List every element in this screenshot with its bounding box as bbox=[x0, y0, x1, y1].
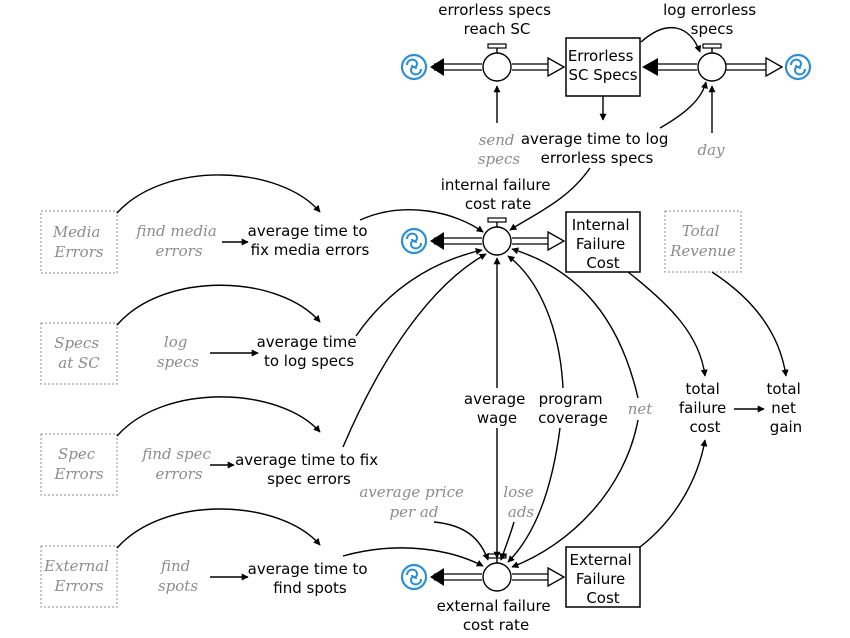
svg-text:Media Errors: Media Errors bbox=[52, 223, 105, 261]
valve bbox=[482, 226, 512, 256]
connector-specs-at-sc-to-avg-log-specs bbox=[116, 284, 321, 326]
ghost-var-net[interactable]: net bbox=[628, 400, 654, 418]
ghost-var-lose-ads[interactable]: lose ads bbox=[503, 483, 538, 521]
pipe-arrowhead bbox=[430, 232, 444, 250]
connector-spec-errors-to-avg-fix-spec bbox=[116, 396, 321, 437]
stock-internal-failure-cost[interactable]: Internal Failure Cost bbox=[565, 211, 641, 273]
svg-text:Total Revenue: Total Revenue bbox=[669, 222, 736, 260]
var-program-coverage[interactable]: program coverage bbox=[538, 390, 608, 427]
flow-errorless-specs-reach-sc bbox=[430, 43, 566, 82]
connector-external-cost-to-total-failure bbox=[639, 439, 708, 548]
ghost-var-log-specs[interactable]: log specs bbox=[157, 333, 200, 371]
svg-text:External Errors: External Errors bbox=[43, 557, 114, 595]
ghost-stock-media-errors[interactable]: Media Errors bbox=[40, 210, 118, 274]
connector-coverage-to-internal-rate bbox=[507, 255, 564, 389]
connector-net-to-external-rate bbox=[511, 419, 639, 569]
flow-label-log-errorless-specs[interactable]: log errorless specs bbox=[663, 1, 761, 38]
valve bbox=[482, 52, 512, 82]
connector-avg-log-to-internal-rate bbox=[509, 167, 591, 231]
svg-text:Internal Failure C: Internal Failure Cost bbox=[572, 216, 635, 272]
connector-coverage-to-external-rate bbox=[507, 427, 561, 563]
flow-internal-failure-cost-rate bbox=[430, 217, 566, 256]
svg-text:Spec Errors: Spec Errors bbox=[53, 445, 103, 483]
var-total-net-gain[interactable]: total net gain bbox=[766, 380, 805, 436]
valve bbox=[697, 52, 727, 82]
ghost-var-day[interactable]: day bbox=[697, 141, 725, 159]
ghost-stock-total-revenue[interactable]: Total Revenue bbox=[664, 210, 742, 273]
ghost-stock-spec-errors[interactable]: Spec Errors bbox=[40, 433, 118, 496]
flow-label-external-failure-cost-rate[interactable]: external failure cost rate bbox=[437, 597, 556, 634]
valve bbox=[482, 562, 512, 592]
ghost-var-find-spec-errors[interactable]: find spec errors bbox=[141, 445, 215, 483]
connector-lose-ads-to-external-rate bbox=[499, 521, 515, 561]
connector-avg-fix-spec-to-internal-rate bbox=[342, 253, 487, 448]
connector-internal-cost-to-total-failure bbox=[627, 271, 708, 377]
cloud-icon bbox=[400, 53, 428, 81]
stock-external-failure-cost[interactable]: External Failure Cost bbox=[565, 546, 641, 608]
pipe-arrowhead bbox=[430, 568, 444, 586]
connectors bbox=[116, 26, 789, 581]
pipe-arrowhead bbox=[547, 230, 566, 252]
flow-label-internal-failure-cost-rate[interactable]: internal failure cost rate bbox=[441, 176, 555, 213]
var-average-time-to-fix-media-errors[interactable]: average time to fix media errors bbox=[248, 222, 373, 259]
pipe-arrowhead bbox=[547, 566, 566, 588]
connector-avg-log-specs-to-internal-rate bbox=[355, 248, 483, 337]
connector-net-to-internal-rate bbox=[511, 247, 639, 399]
cloud-icon bbox=[400, 563, 428, 591]
connector-avg-log-to-log-errorless bbox=[659, 81, 708, 129]
connector-stock-to-log-errorless bbox=[640, 26, 702, 53]
ghost-var-find-media-errors[interactable]: find media errors bbox=[135, 222, 221, 260]
cloud-icon bbox=[784, 53, 812, 81]
var-average-wage[interactable]: average wage bbox=[464, 390, 530, 427]
pipe-arrowhead bbox=[430, 58, 444, 76]
connector-price-per-ad-to-external-rate bbox=[433, 521, 490, 561]
connector-avg-fix-media-to-internal-rate bbox=[359, 209, 484, 233]
flow-log-errorless-specs bbox=[642, 43, 784, 82]
svg-text:Errorless SC Specs: Errorless SC Specs bbox=[568, 47, 638, 84]
stock-errorless-sc-specs[interactable]: Errorless SC Specs bbox=[565, 37, 641, 97]
var-total-failure-cost[interactable]: total failure cost bbox=[679, 380, 731, 436]
var-average-time-to-fix-spec-errors[interactable]: average time to fix spec errors bbox=[235, 451, 383, 488]
var-average-time-to-find-spots[interactable]: average time to find spots bbox=[248, 560, 373, 597]
connector-external-errors-to-avg-find-spots bbox=[116, 508, 321, 549]
ghost-var-average-price-per-ad[interactable]: average price per ad bbox=[359, 483, 468, 521]
pipe-arrowhead bbox=[547, 56, 566, 78]
ghost-stock-external-errors[interactable]: External Errors bbox=[40, 545, 118, 608]
connector-avg-find-spots-to-external-rate bbox=[342, 547, 484, 567]
cloud-icon bbox=[400, 227, 428, 255]
ghost-var-send-specs[interactable]: send specs bbox=[478, 131, 521, 168]
flow-external-failure-cost-rate bbox=[430, 553, 566, 592]
ghost-var-find-spots[interactable]: find spots bbox=[158, 557, 198, 595]
var-average-time-to-log-specs[interactable]: average time to log specs bbox=[257, 333, 362, 370]
svg-text:Specs at SC: Specs at SC bbox=[54, 334, 104, 372]
var-average-time-to-log-errorless-specs[interactable]: average time to log errorless specs bbox=[521, 130, 673, 167]
flow-label-errorless-specs-reach-sc[interactable]: errorless specs reach SC bbox=[438, 1, 556, 38]
connector-media-errors-to-avg-fix-media bbox=[116, 174, 321, 214]
ghost-stock-specs-at-sc[interactable]: Specs at SC bbox=[40, 322, 118, 385]
connector-revenue-to-net-gain bbox=[711, 271, 789, 377]
svg-text:External Failure C: External Failure Cost bbox=[569, 551, 636, 607]
pipe-arrowhead bbox=[642, 58, 658, 76]
pipe-arrowhead bbox=[765, 56, 784, 78]
